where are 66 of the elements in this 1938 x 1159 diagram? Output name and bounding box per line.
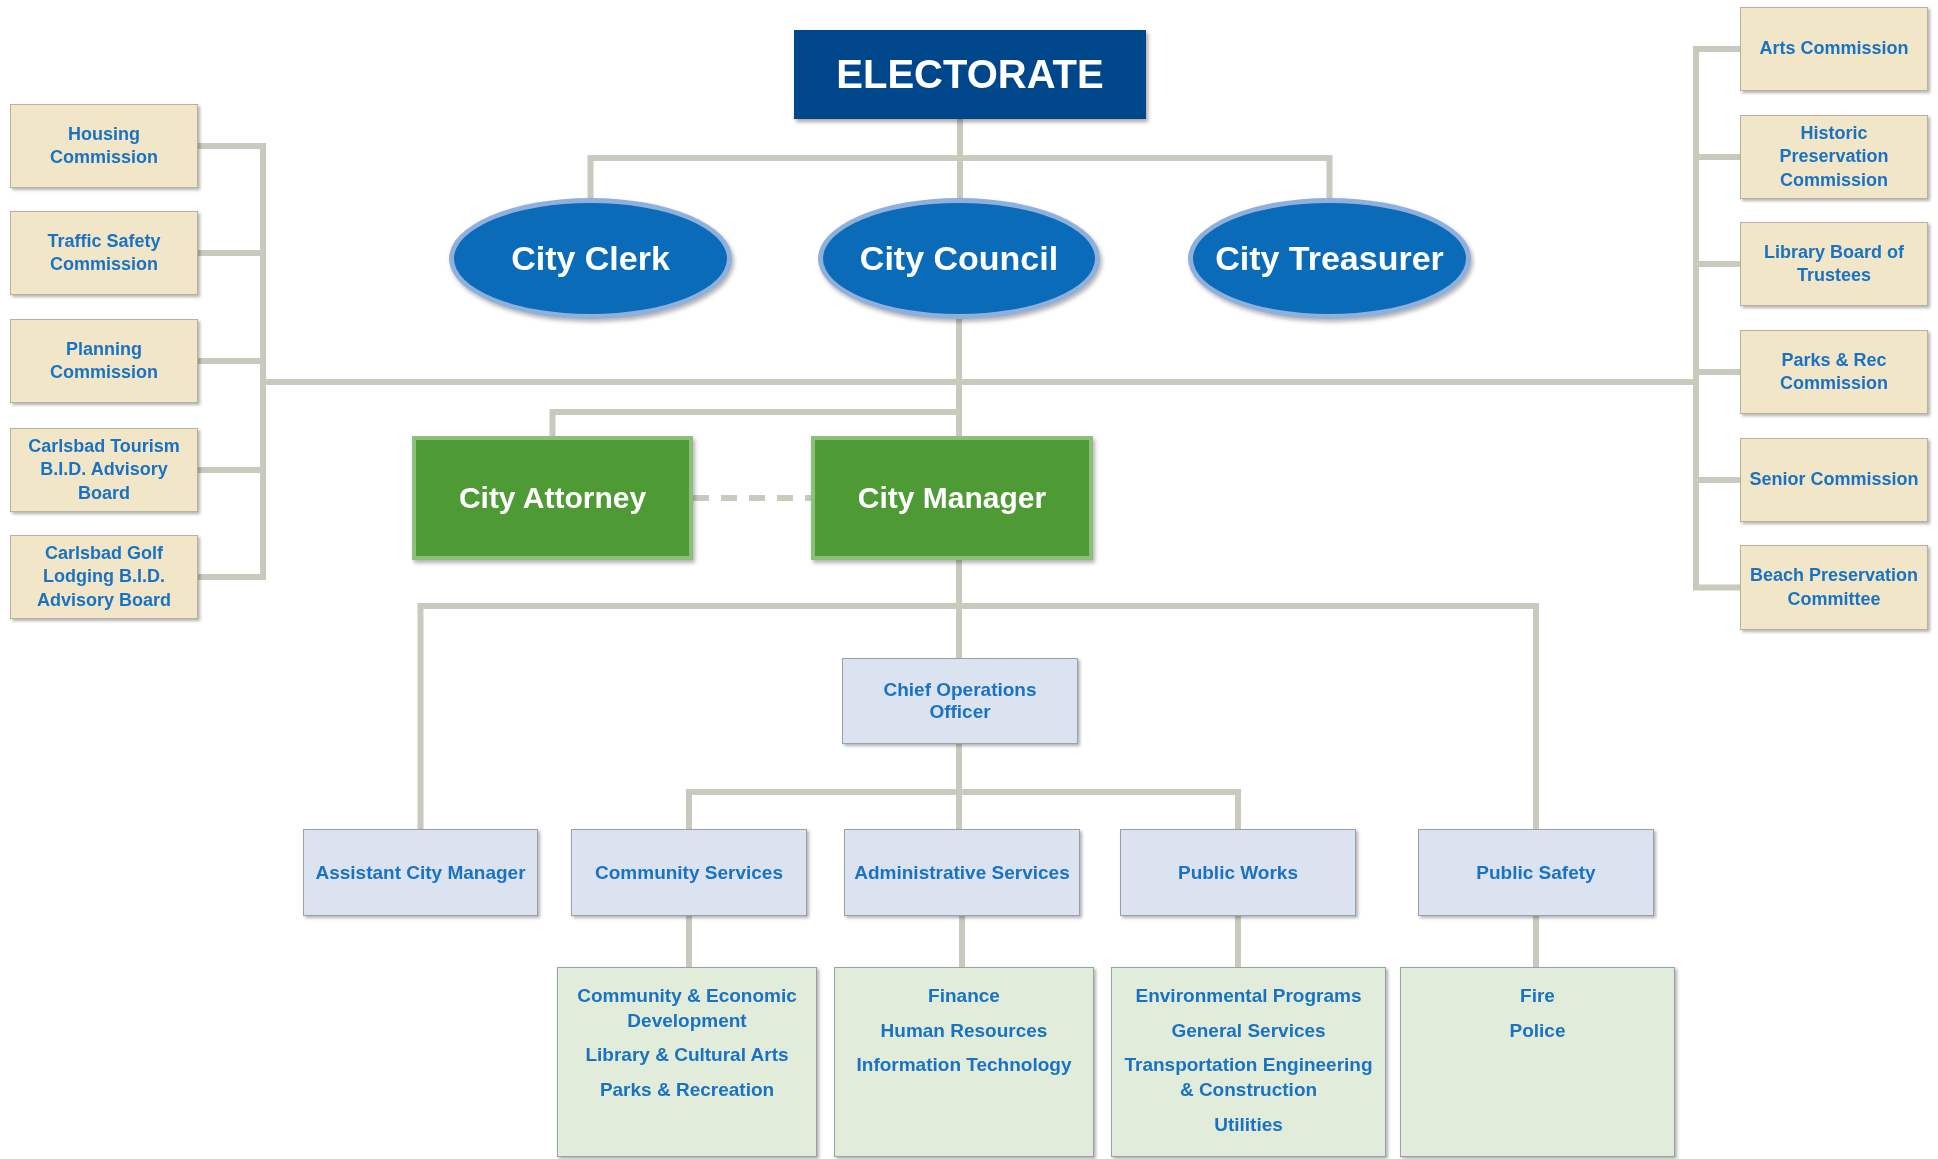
node-label: General Services	[1171, 1018, 1326, 1043]
node-label: Assistant City Manager	[315, 861, 526, 884]
node-label: Carlsbad Golf Lodging B.I.D. Advisory Board	[35, 541, 172, 612]
commission-box	[10, 319, 198, 403]
connector-line	[956, 744, 1241, 829]
department-box	[303, 829, 538, 916]
node-label: Housing Commission	[49, 122, 159, 169]
commission-box	[1740, 545, 1928, 630]
node-label: Human Resources	[880, 1018, 1048, 1043]
node-label: Fire	[1520, 984, 1555, 1008]
node-label: Environmental Programs	[1135, 984, 1362, 1008]
node-label: City Manager	[857, 481, 1047, 515]
connector-line	[1533, 916, 1539, 967]
commission-box	[10, 535, 198, 619]
node-label: Police	[1509, 1018, 1566, 1043]
department-box	[1418, 829, 1654, 916]
connector-line	[957, 119, 1333, 199]
connector-line	[686, 916, 692, 967]
division-list-box	[1111, 967, 1386, 1157]
node-label: Administrative Services	[854, 861, 1070, 884]
node-label: Information Technology	[856, 1053, 1072, 1078]
electorate-box	[794, 30, 1146, 119]
node-label: Public Safety	[1476, 861, 1596, 884]
department-box	[1120, 829, 1356, 916]
office-box	[811, 436, 1093, 560]
node-label: Public Works	[1178, 861, 1298, 884]
node-label: Planning Commission	[49, 337, 159, 384]
node-label: Parks & Recreation	[599, 1078, 775, 1103]
division-list-box	[834, 967, 1094, 1157]
node-label: Historic Preservation Commission	[1778, 121, 1890, 192]
division-list-box	[1400, 967, 1675, 1157]
node-label: City Attorney	[458, 481, 647, 515]
node-label: ELECTORATE	[836, 52, 1104, 97]
node-label: City Treasurer	[1215, 239, 1444, 278]
node-label: Arts Commission	[1759, 37, 1909, 61]
node-label: Traffic Safety Commission	[46, 229, 162, 276]
node-label: City Council	[859, 239, 1059, 278]
commission-box	[10, 211, 198, 295]
node-label: Utilities	[1214, 1112, 1283, 1137]
commission-box	[10, 104, 198, 188]
division-list-box	[557, 967, 817, 1157]
node-label: Carlsbad Tourism B.I.D. Advisory Board	[27, 434, 181, 505]
connector-line	[959, 916, 965, 967]
node-label: Community Services	[595, 861, 783, 884]
node-label: Transportation Engineering & Construction	[1123, 1053, 1374, 1103]
dashed-connector	[693, 495, 811, 501]
node-label: City Clerk	[511, 239, 670, 278]
office-box	[412, 436, 693, 560]
department-box	[571, 829, 807, 916]
node-label: Chief Operations Officer	[882, 679, 1038, 723]
commission-box	[1740, 222, 1928, 306]
node-label: Library Board of Trustees	[1763, 240, 1905, 287]
node-label: Library & Cultural Arts	[585, 1043, 789, 1068]
node-label: Community & Economic Development	[576, 984, 798, 1033]
commission-box	[1740, 7, 1928, 91]
department-box	[842, 658, 1078, 744]
node-label: Parks & Rec Commission	[1779, 348, 1889, 395]
department-box	[844, 829, 1080, 916]
node-label: Beach Preservation Committee	[1749, 564, 1919, 611]
commission-box	[1740, 115, 1928, 199]
commission-box	[1740, 438, 1928, 522]
connector-line	[1235, 916, 1241, 967]
node-label: Senior Commission	[1749, 468, 1919, 492]
commission-box	[10, 428, 198, 512]
node-label: Finance	[928, 984, 1000, 1008]
commission-box	[1740, 330, 1928, 414]
